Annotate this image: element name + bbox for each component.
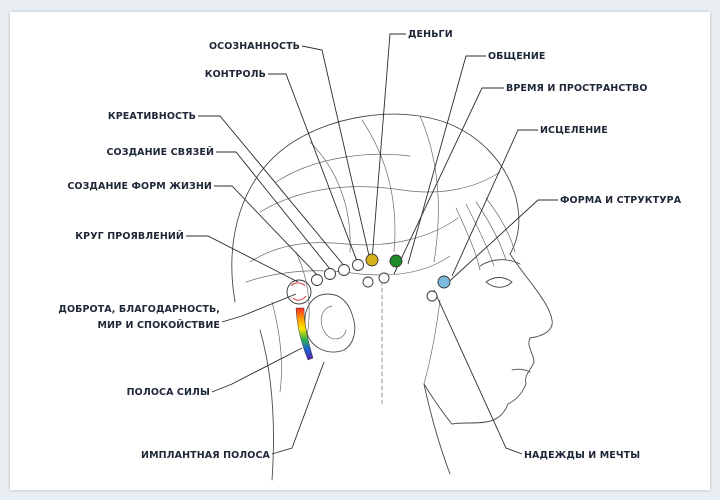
communication-node xyxy=(389,254,403,268)
diagram-canvas: ОСОЗНАННОСТЬ КОНТРОЛЬ ДЕНЬГИ ОБЩЕНИЕ ВРЕ… xyxy=(58,29,682,481)
power-strip xyxy=(295,307,314,361)
leader-power-strip xyxy=(211,347,303,393)
leader-form-structure xyxy=(441,199,558,289)
head-sketch xyxy=(231,113,553,481)
leader-connections xyxy=(216,151,335,275)
label-awareness: ОСОЗНАННОСТЬ xyxy=(209,41,300,52)
leader-awareness xyxy=(301,45,371,261)
label-form-structure: ФОРМА И СТРУКТУРА xyxy=(560,195,682,206)
label-connections: СОЗДАНИЕ СВЯЗЕЙ xyxy=(106,146,214,158)
label-implant-strip: ИМПЛАНТНАЯ ПОЛОСА xyxy=(141,450,271,461)
leader-manifestation xyxy=(186,235,299,283)
label-kindness-line2: МИР И СПОКОЙСТВИЕ xyxy=(97,319,220,331)
manifestation-circle xyxy=(286,279,312,305)
form-structure-node xyxy=(426,290,438,302)
eye xyxy=(485,277,513,288)
leader-creativity xyxy=(198,115,347,269)
bangs xyxy=(455,197,516,271)
control-node xyxy=(362,276,374,288)
jaw-line xyxy=(423,383,453,425)
head-outline xyxy=(231,113,520,303)
hair-strands xyxy=(245,115,501,393)
leader-lines xyxy=(186,33,558,455)
label-time-space: ВРЕМЯ И ПРОСТРАНСТВО xyxy=(506,83,648,94)
label-kindness-line1: ДОБРОТА, БЛАГОДАРНОСТЬ, xyxy=(58,304,220,315)
time-space-node xyxy=(378,272,390,284)
creativity-node xyxy=(338,264,350,276)
head-points-diagram: ОСОЗНАННОСТЬ КОНТРОЛЬ ДЕНЬГИ ОБЩЕНИЕ ВРЕ… xyxy=(10,12,710,490)
leader-kindness xyxy=(221,293,297,323)
life-forms-node xyxy=(311,274,323,286)
leader-money xyxy=(371,33,406,261)
ear xyxy=(304,293,356,353)
label-creativity: КРЕАТИВНОСТЬ xyxy=(108,111,196,122)
leader-communication xyxy=(407,55,486,265)
label-life-forms: СОЗДАНИЕ ФОРМ ЖИЗНИ xyxy=(67,181,212,192)
healing-node xyxy=(437,275,451,289)
label-power-strip: ПОЛОСА СИЛЫ xyxy=(127,387,210,398)
eyebrow xyxy=(479,259,521,267)
label-hopes-dreams: НАДЕЖДЫ И МЕЧТЫ xyxy=(524,450,640,461)
label-control: КОНТРОЛЬ xyxy=(205,69,266,80)
leader-time-space xyxy=(393,87,504,275)
label-healing: ИСЦЕЛЕНИЕ xyxy=(540,125,608,136)
ear-inner xyxy=(320,305,347,340)
neck-front xyxy=(423,383,451,475)
label-communication: ОБЩЕНИЕ xyxy=(488,51,546,62)
connections-node xyxy=(324,268,336,280)
labels: ОСОЗНАННОСТЬ КОНТРОЛЬ ДЕНЬГИ ОБЩЕНИЕ ВРЕ… xyxy=(58,29,681,461)
mouth xyxy=(511,368,531,373)
points xyxy=(286,253,451,361)
leader-life-forms xyxy=(214,185,323,281)
awareness-node xyxy=(352,259,364,271)
face-profile xyxy=(451,253,553,425)
sideburn xyxy=(423,299,441,385)
leader-healing xyxy=(451,129,538,277)
money-node xyxy=(365,253,379,267)
manifestation-mark xyxy=(290,282,307,301)
neck-back xyxy=(259,329,274,481)
leader-implant-strip xyxy=(271,361,325,455)
leader-hopes-dreams xyxy=(433,289,523,455)
label-manifestation: КРУГ ПРОЯВЛЕНИЙ xyxy=(75,230,184,242)
leader-control xyxy=(268,73,359,265)
label-money: ДЕНЬГИ xyxy=(408,29,453,40)
